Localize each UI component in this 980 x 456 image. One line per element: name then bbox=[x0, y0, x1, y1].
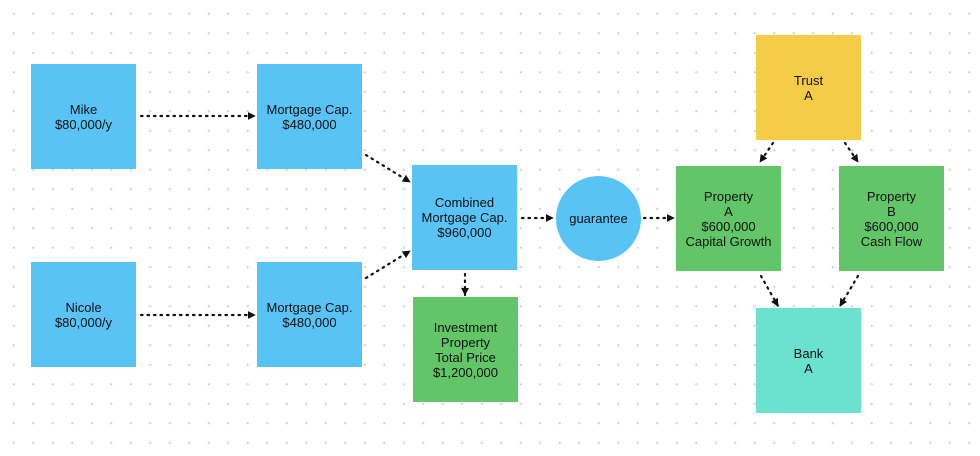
node-nicole-name: Nicole bbox=[65, 299, 102, 315]
node-investment-property[interactable]: Investment Property Total Price $1,200,0… bbox=[413, 297, 518, 402]
arrow-mortgage-nicole-to-combined bbox=[364, 249, 412, 280]
node-guarantee[interactable]: guarantee bbox=[556, 176, 641, 261]
node-bank-line1: Bank bbox=[793, 345, 824, 361]
node-investment-amount: $1,200,000 bbox=[432, 364, 499, 380]
node-property-b[interactable]: Property B $600,000 Cash Flow bbox=[839, 166, 944, 271]
node-property-a-strategy: Capital Growth bbox=[685, 233, 772, 249]
node-bank-line2: A bbox=[804, 360, 813, 376]
node-property-a[interactable]: Property A $600,000 Capital Growth bbox=[676, 166, 781, 271]
node-trust-line2: A bbox=[804, 87, 813, 103]
node-nicole-income: $80,000/y bbox=[54, 314, 113, 330]
node-investment-line1: Investment bbox=[433, 319, 498, 335]
node-property-b-line2: B bbox=[887, 203, 896, 219]
node-property-a-line1: Property bbox=[703, 188, 754, 204]
node-trust-line1: Trust bbox=[793, 72, 824, 88]
node-mortgage-mike-label: Mortgage Cap. bbox=[266, 101, 353, 117]
node-combined-line1: Combined bbox=[434, 195, 495, 210]
node-combined-amount: $960,000 bbox=[437, 225, 492, 240]
node-mortgage-nicole-amount: $480,000 bbox=[282, 314, 337, 330]
node-mortgage-nicole-label: Mortgage Cap. bbox=[266, 299, 353, 315]
node-property-a-line2: A bbox=[724, 203, 733, 219]
node-property-b-line1: Property bbox=[866, 188, 917, 204]
node-mortgage-nicole[interactable]: Mortgage Cap. $480,000 bbox=[257, 262, 362, 367]
arrow-trust-to-property-b bbox=[843, 141, 860, 164]
node-investment-line2: Property bbox=[440, 334, 491, 350]
node-bank[interactable]: Bank A bbox=[756, 308, 861, 413]
node-guarantee-label: guarantee bbox=[569, 211, 628, 226]
arrow-property-b-to-bank bbox=[838, 274, 860, 308]
node-mortgage-mike[interactable]: Mortgage Cap. $480,000 bbox=[257, 64, 362, 169]
node-mike[interactable]: Mike $80,000/y bbox=[31, 64, 136, 169]
arrow-mortgage-mike-to-combined bbox=[364, 153, 412, 184]
node-nicole[interactable]: Nicole $80,000/y bbox=[31, 262, 136, 367]
node-property-b-price: $600,000 bbox=[864, 218, 919, 234]
node-mike-name: Mike bbox=[69, 101, 98, 117]
node-investment-line3: Total Price bbox=[435, 349, 496, 365]
node-combined-mortgage[interactable]: Combined Mortgage Cap. $960,000 bbox=[412, 165, 517, 270]
node-mike-income: $80,000/y bbox=[54, 116, 113, 132]
node-mortgage-mike-amount: $480,000 bbox=[282, 116, 337, 132]
arrow-property-a-to-bank bbox=[759, 274, 780, 308]
node-property-b-strategy: Cash Flow bbox=[860, 233, 923, 249]
arrow-trust-to-property-a bbox=[758, 141, 775, 164]
node-property-a-price: $600,000 bbox=[701, 218, 756, 234]
node-trust[interactable]: Trust A bbox=[756, 35, 861, 140]
node-combined-line2: Mortgage Cap. bbox=[421, 210, 508, 225]
